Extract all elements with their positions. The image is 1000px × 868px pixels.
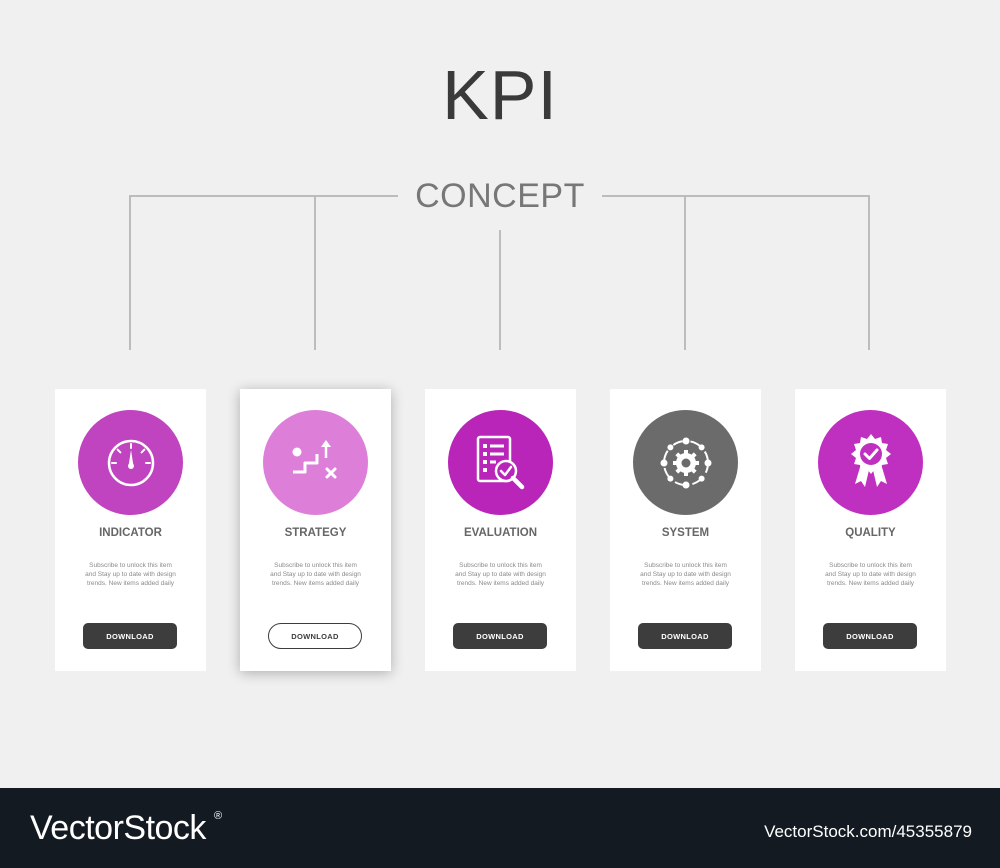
card-title: STRATEGY [284, 527, 347, 539]
card-indicator: INDICATOR Subscribe to unlock this item … [55, 389, 206, 671]
speedometer-icon [107, 439, 154, 486]
card-description: Subscribe to unlock this item and Stay u… [640, 562, 731, 587]
quality-badge-icon [850, 433, 891, 487]
page-title: KPI [442, 56, 558, 134]
card-title: SYSTEM [661, 527, 710, 539]
card-title: QUALITY [845, 527, 896, 539]
connector-lines [129, 195, 870, 350]
evaluation-document-icon [476, 435, 524, 489]
footer-bar: VectorStock ® VectorStock.com/45355879 [0, 788, 1000, 868]
card-evaluation: EVALUATION Subscribe to unlock this item… [425, 389, 576, 671]
download-button[interactable]: DOWNLOAD [638, 623, 732, 649]
icon-circle [263, 410, 368, 515]
brand-logo: VectorStock [30, 809, 206, 847]
card-description: Subscribe to unlock this item and Stay u… [825, 562, 916, 587]
card-title: EVALUATION [463, 527, 538, 539]
card-description: Subscribe to unlock this item and Stay u… [455, 562, 546, 587]
card-description: Subscribe to unlock this item and Stay u… [270, 562, 361, 587]
strategy-stairs-icon [292, 439, 336, 478]
system-gears-icon [660, 437, 711, 488]
download-button[interactable]: DOWNLOAD [268, 623, 362, 649]
page-subtitle: CONCEPT [415, 177, 585, 215]
card-title: INDICATOR [99, 527, 162, 539]
icon-circle [78, 410, 183, 515]
image-id-text: VectorStock.com/45355879 [764, 822, 972, 841]
download-button[interactable]: DOWNLOAD [83, 623, 177, 649]
icon-circle [818, 410, 923, 515]
icon-circle [633, 410, 738, 515]
card-strategy: STRATEGY Subscribe to unlock this item a… [240, 389, 391, 671]
card-description: Subscribe to unlock this item and Stay u… [85, 562, 176, 587]
registered-mark: ® [214, 810, 223, 822]
card-system: SYSTEM Subscribe to unlock this item and… [610, 389, 761, 671]
card-quality: QUALITY Subscribe to unlock this item an… [795, 389, 946, 671]
icon-circle [448, 410, 553, 515]
download-button[interactable]: DOWNLOAD [823, 623, 917, 649]
download-button[interactable]: DOWNLOAD [453, 623, 547, 649]
